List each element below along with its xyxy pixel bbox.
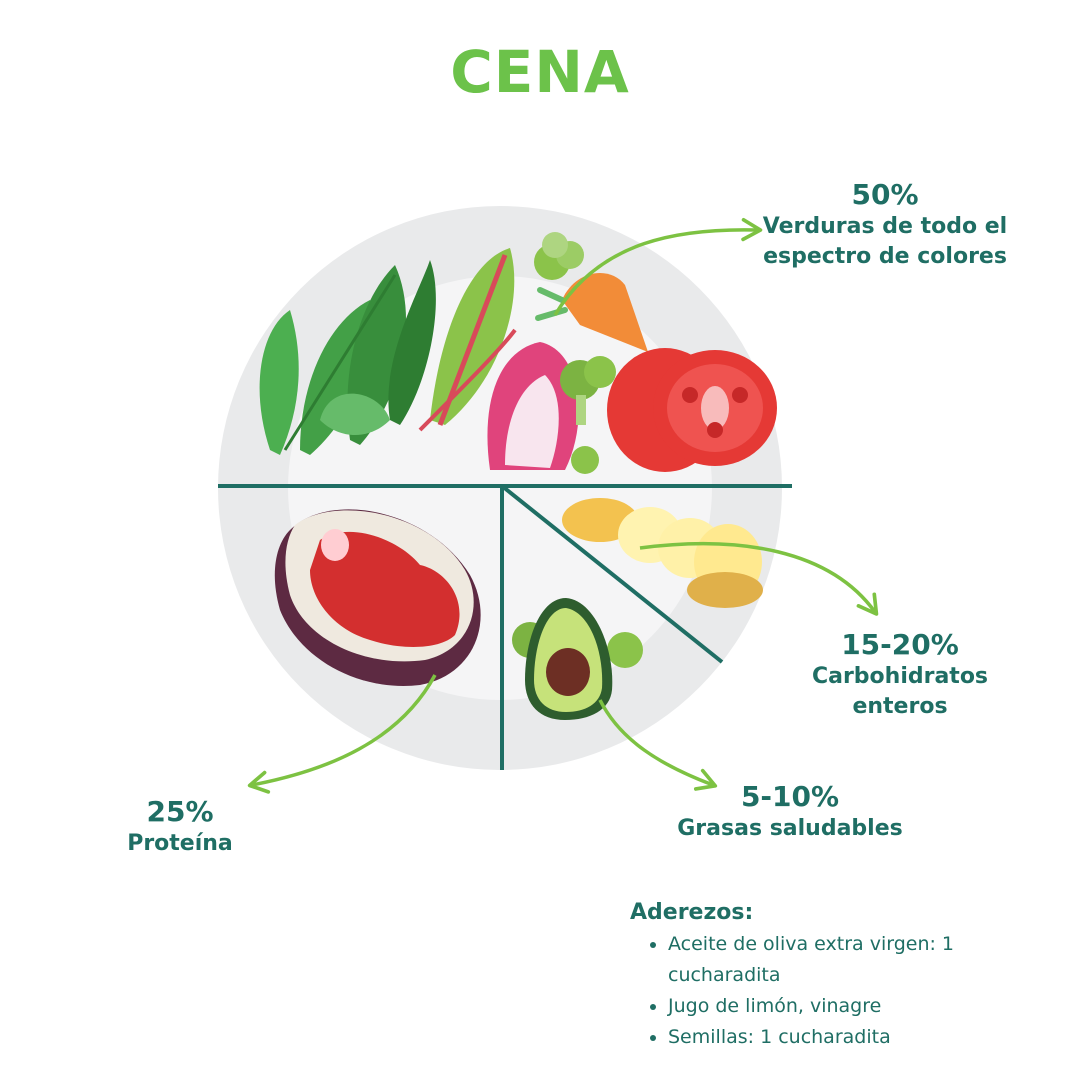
protein-percent: 25% — [146, 795, 214, 828]
dressings-panel: Aderezos: Aceite de oliva extra virgen: … — [630, 900, 1030, 1053]
steak-icon — [274, 509, 481, 686]
label-vegetables: 50% Verduras de todo el espectro de colo… — [740, 178, 1030, 272]
label-protein: 25% Proteína — [110, 795, 250, 859]
avocado-icon — [512, 598, 643, 720]
arrow-protein — [247, 674, 437, 794]
leafy-greens-icon — [259, 260, 436, 455]
arrow-carbs — [639, 541, 879, 616]
dressing-item: Jugo de limón, vinagre — [668, 991, 1030, 1022]
arrow-vegetables — [553, 217, 763, 316]
potato-icon — [562, 498, 763, 608]
label-carbs: 15-20% Carbohidratos enteros — [790, 628, 1010, 722]
carrot-icon — [535, 273, 648, 352]
label-fats: 5-10% Grasas saludables — [660, 780, 920, 844]
divider-diagonal — [500, 484, 724, 664]
carbs-percent: 15-20% — [841, 628, 959, 661]
dressings-list: Aceite de oliva extra virgen: 1 cucharad… — [630, 929, 1030, 1053]
vegetables-percent: 50% — [851, 178, 919, 211]
chard-icon — [418, 248, 517, 432]
tomato-icon — [607, 348, 777, 472]
peas-icon — [534, 232, 584, 280]
carbs-text: Carbohidratos enteros — [811, 664, 989, 719]
vegetables-text: Verduras de todo el espectro de colores — [762, 214, 1008, 269]
arrow-fats — [598, 699, 718, 791]
fats-text: Grasas saludables — [677, 816, 903, 841]
dressings-heading: Aderezos: — [630, 900, 754, 925]
protein-text: Proteína — [127, 831, 233, 856]
radicchio-icon — [487, 342, 579, 470]
dressing-item: Aceite de oliva extra virgen: 1 cucharad… — [668, 929, 1030, 991]
dressing-item: Semillas: 1 cucharadita — [668, 1022, 1030, 1053]
fats-percent: 5-10% — [740, 780, 840, 813]
page-title: CENA — [450, 38, 630, 106]
